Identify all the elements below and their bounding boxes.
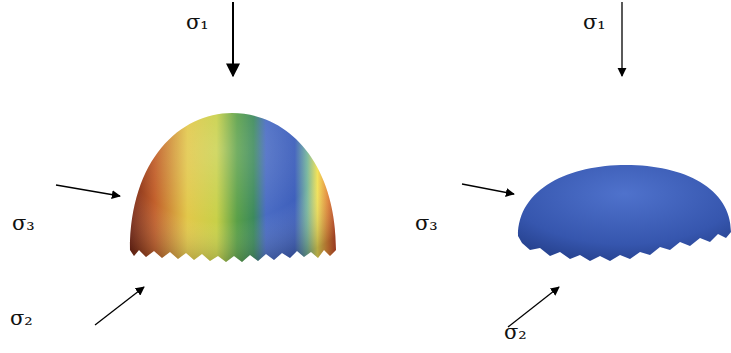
sigma1-arrow	[621, 2, 622, 76]
sigma2-arrow	[508, 287, 559, 327]
stress-label: σ₂	[10, 308, 33, 329]
sigma3-arrow	[462, 184, 514, 194]
sigma2-arrow	[95, 287, 144, 325]
stress-label: σ₁	[583, 12, 606, 33]
flattened-cap	[518, 165, 731, 261]
hemisphere	[130, 113, 336, 262]
stress-label: σ₃	[12, 213, 35, 234]
sigma3-arrow	[56, 185, 120, 196]
stress-label: σ₃	[415, 213, 438, 234]
stress-label: σ₂	[504, 322, 527, 343]
sigma1-arrow	[232, 2, 234, 76]
stress-label: σ₁	[186, 12, 209, 33]
